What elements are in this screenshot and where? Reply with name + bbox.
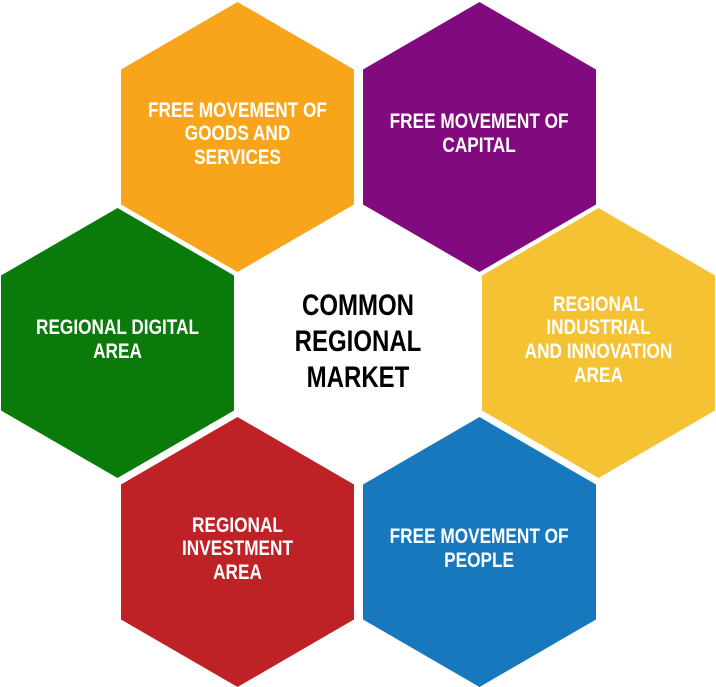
hexagon-label-investment-area: REGIONAL INVESTMENT AREA — [182, 513, 293, 584]
hexagon-label-digital-area: REGIONAL DIGITAL AREA — [36, 316, 199, 363]
hexagon-free-movement-of-people: FREE MOVEMENT OF PEOPLE — [363, 417, 596, 687]
center-title: COMMON REGIONAL MARKET — [294, 289, 422, 394]
hexagon-label-industrial-innovation: REGIONAL INDUSTRIAL AND INNOVATION AREA — [524, 292, 673, 387]
hexagon-label-capital: FREE MOVEMENT OF CAPITAL — [390, 110, 569, 157]
hexagon-regional-investment-area: REGIONAL INVESTMENT AREA — [121, 417, 354, 687]
hexagon-label-goods-and-services: FREE MOVEMENT OF GOODS AND SERVICES — [148, 98, 327, 169]
hexagon-label-people: FREE MOVEMENT OF PEOPLE — [390, 525, 569, 572]
